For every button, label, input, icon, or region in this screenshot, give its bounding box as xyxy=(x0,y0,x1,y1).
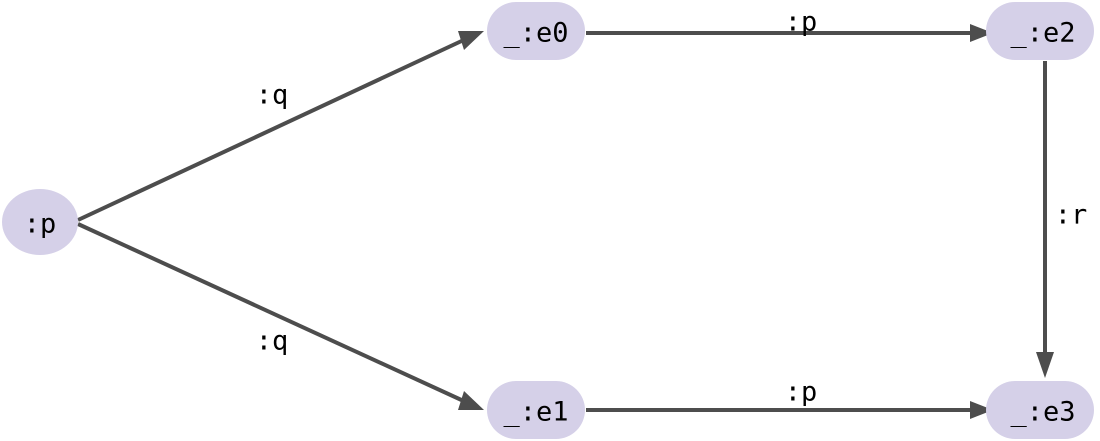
node-e0-shape[interactable] xyxy=(487,2,585,60)
edge-p-to-e1-line xyxy=(77,222,469,405)
node-e2-label: _:e2 xyxy=(1010,18,1075,49)
edge-label-p-to-e1: :q xyxy=(256,326,289,357)
node-e0-label: _:e0 xyxy=(503,18,568,49)
edge-e0-to-e2-arrowhead xyxy=(970,24,993,42)
node-e1-shape[interactable] xyxy=(487,381,585,439)
node-p-shape[interactable] xyxy=(2,189,78,255)
edge-e1-to-e3-arrowhead xyxy=(970,401,993,419)
node-e3-shape[interactable] xyxy=(986,381,1094,439)
node-p[interactable]: :p xyxy=(2,189,78,255)
node-e1[interactable]: _:e1 xyxy=(487,381,585,439)
edge-p-to-e1-arrowhead xyxy=(458,391,484,410)
node-e2-shape[interactable] xyxy=(986,2,1094,60)
edge-p-to-e0: :q xyxy=(77,31,484,222)
edge-label-e2-to-e3: :r xyxy=(1055,200,1088,231)
edge-e1-to-e3: :p xyxy=(586,377,993,419)
node-e1-label: _:e1 xyxy=(503,397,568,428)
edge-label-e0-to-e2: :p xyxy=(785,7,818,38)
node-e3-label: _:e3 xyxy=(1010,397,1075,428)
edge-p-to-e0-arrowhead xyxy=(458,31,484,50)
edge-label-p-to-e0: :q xyxy=(256,80,289,111)
node-e0[interactable]: _:e0 xyxy=(487,2,585,60)
edge-p-to-e0-line xyxy=(77,36,469,222)
edge-e2-to-e3-arrowhead xyxy=(1036,352,1054,378)
edge-e0-to-e2: :p xyxy=(586,7,993,42)
node-p-label: :p xyxy=(24,209,57,240)
node-e2[interactable]: _:e2 xyxy=(986,2,1094,60)
edge-e2-to-e3: :r xyxy=(1036,61,1087,378)
node-e3[interactable]: _:e3 xyxy=(986,381,1094,439)
edge-p-to-e1: :q xyxy=(77,222,484,410)
edge-label-e1-to-e3: :p xyxy=(785,377,818,408)
